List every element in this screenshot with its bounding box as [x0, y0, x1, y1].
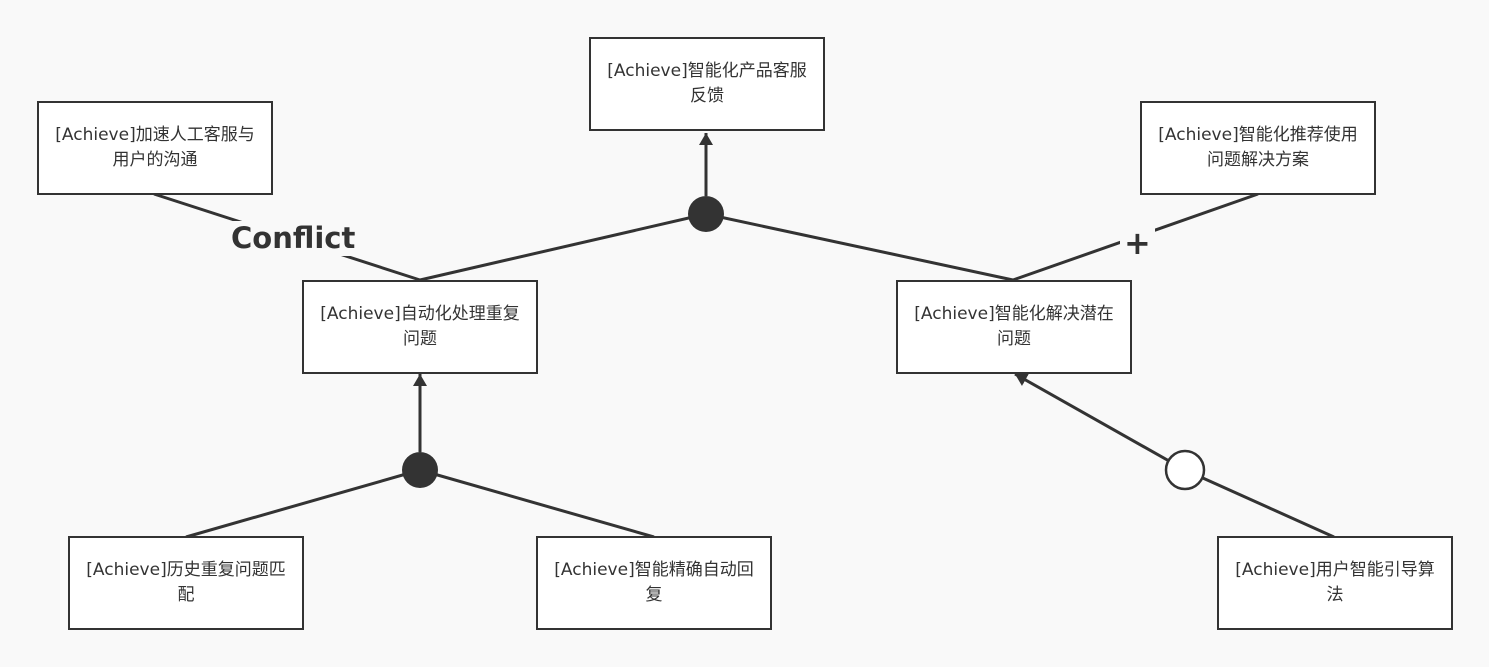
edge-smart-to-and	[705, 212, 1014, 282]
goal-recommend: [Achieve]智能化推荐使用问题解决方案	[1140, 101, 1376, 195]
goal-guide-algo-label: [Achieve]用户智能引导算法	[1235, 560, 1435, 605]
goal-accelerate-label: [Achieve]加速人工客服与用户的沟通	[55, 125, 255, 170]
goal-root: [Achieve]智能化产品客服反馈	[589, 37, 825, 131]
and-refinement-node-bottom	[402, 452, 438, 488]
goal-smart-solve: [Achieve]智能化解决潜在问题	[896, 280, 1132, 374]
goal-guide-algo: [Achieve]用户智能引导算法	[1217, 536, 1453, 630]
goal-history-match: [Achieve]历史重复问题匹配	[68, 536, 304, 630]
goal-auto-process-label: [Achieve]自动化处理重复问题	[320, 304, 520, 349]
goal-recommend-label: [Achieve]智能化推荐使用问题解决方案	[1158, 125, 1358, 170]
goal-smart-solve-label: [Achieve]智能化解决潜在问题	[914, 304, 1114, 349]
edge-precise-to-and	[419, 468, 655, 539]
goal-precise-reply: [Achieve]智能精确自动回复	[536, 536, 772, 630]
plus-contribution-label: +	[1120, 224, 1155, 262]
goal-root-label: [Achieve]智能化产品客服反馈	[607, 61, 807, 106]
goal-auto-process: [Achieve]自动化处理重复问题	[302, 280, 538, 374]
edge-guide-to-or	[1184, 468, 1335, 539]
conflict-label: Conflict	[229, 221, 358, 256]
goal-accelerate: [Achieve]加速人工客服与用户的沟通	[37, 101, 273, 195]
goal-history-match-label: [Achieve]历史重复问题匹配	[86, 560, 286, 605]
edge-or-to-smart	[1014, 372, 1186, 472]
and-refinement-node-top	[688, 196, 724, 232]
edge-auto-to-and	[419, 212, 707, 282]
goal-precise-reply-label: [Achieve]智能精确自动回复	[554, 560, 754, 605]
or-refinement-node	[1164, 449, 1206, 491]
edge-history-to-and	[185, 468, 421, 539]
